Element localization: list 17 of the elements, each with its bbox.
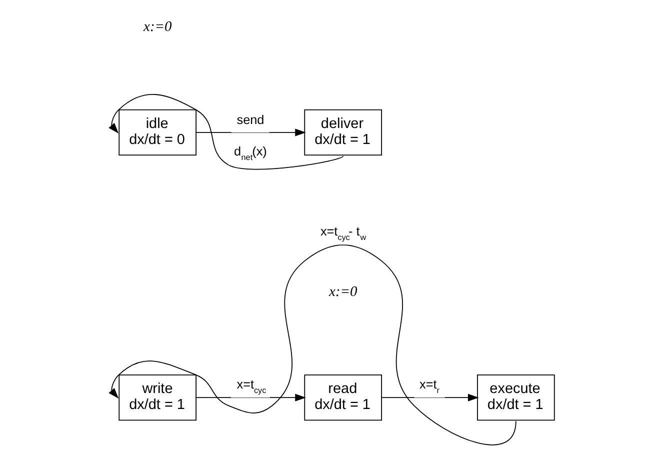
node-box: execute dx/dt = 1 (476, 374, 554, 421)
node-box: read dx/dt = 1 (304, 374, 382, 421)
edge-label: x=t$_{r}$ (419, 377, 439, 395)
edge-label: d$_{net}$(x) (234, 144, 266, 162)
edge-label: x=t$_{cyc}$- t$_{w}$ (320, 224, 366, 242)
arrow (381, 394, 478, 402)
label: x:=0 (328, 284, 357, 300)
label: x:=0 (143, 18, 172, 35)
arrow (108, 94, 344, 170)
arrow (195, 128, 306, 136)
edge-label: x=t$_{cyc}$ (236, 377, 266, 395)
node-box: idle dx/dt = 0 (118, 109, 196, 156)
node-box: write dx/dt = 1 (118, 374, 196, 421)
edge-label: send (236, 113, 264, 128)
arrow (195, 394, 306, 402)
node-box: deliver dx/dt = 1 (304, 109, 382, 156)
arrow (108, 244, 516, 446)
